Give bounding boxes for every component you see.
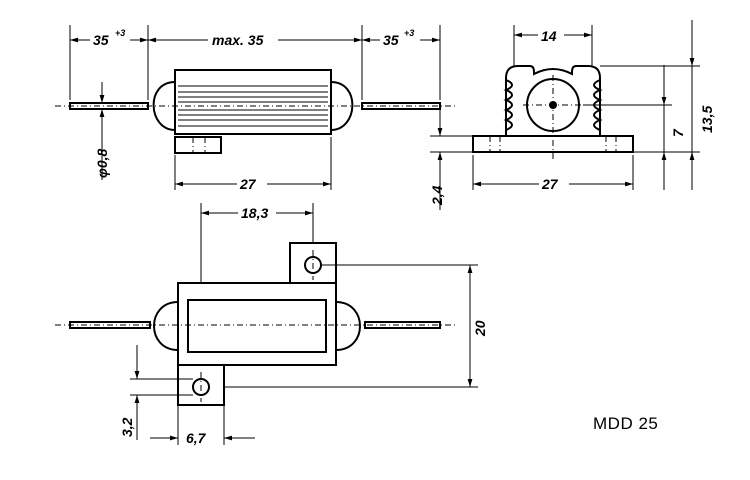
dim-hole-diameter: 3,2 <box>119 417 135 437</box>
dim-hole-offset: 18,3 <box>241 205 268 221</box>
dim-base-length: 27 <box>541 176 559 192</box>
dim-body-max: max. 35 <box>212 32 264 48</box>
end-view: 14 27 13,5 7 2,4 <box>429 20 717 210</box>
drawing-id-label: MDD 25 <box>593 414 659 433</box>
dim-tab-width: 6,7 <box>186 430 207 446</box>
dim-overall-height: 13,5 <box>699 106 715 133</box>
dim-lead-right-tol: +3 <box>404 28 414 38</box>
resistor-body <box>174 69 332 135</box>
dim-lead-left-tol: +3 <box>115 28 125 38</box>
dim-mount-width: 20 <box>472 320 488 337</box>
dim-lead-diameter: φ0,8 <box>94 148 110 178</box>
side-view: 35 +3 max. 35 35 +3 27 φ0,8 <box>55 25 455 192</box>
dim-axis-height: 7 <box>670 128 686 137</box>
body-top <box>177 282 337 366</box>
end-cap-right <box>330 81 354 131</box>
dim-width: 14 <box>541 28 557 44</box>
cooling-fins <box>178 85 328 127</box>
dim-lead-left: 35 <box>93 32 109 48</box>
body-core <box>187 299 327 353</box>
end-cap-left <box>152 81 176 131</box>
dim-base-thickness: 2,4 <box>429 185 445 206</box>
lead-right-bottom <box>364 321 441 329</box>
dim-mount-length: 27 <box>239 176 257 192</box>
tab-lower <box>177 364 225 406</box>
top-view: 18,3 20 3,2 6,7 <box>55 203 490 446</box>
dim-lead-right: 35 <box>383 32 399 48</box>
finned-housing <box>505 65 601 136</box>
mounting-foot <box>174 136 222 154</box>
lead-right <box>361 102 441 110</box>
fin-wave-left <box>503 79 513 131</box>
